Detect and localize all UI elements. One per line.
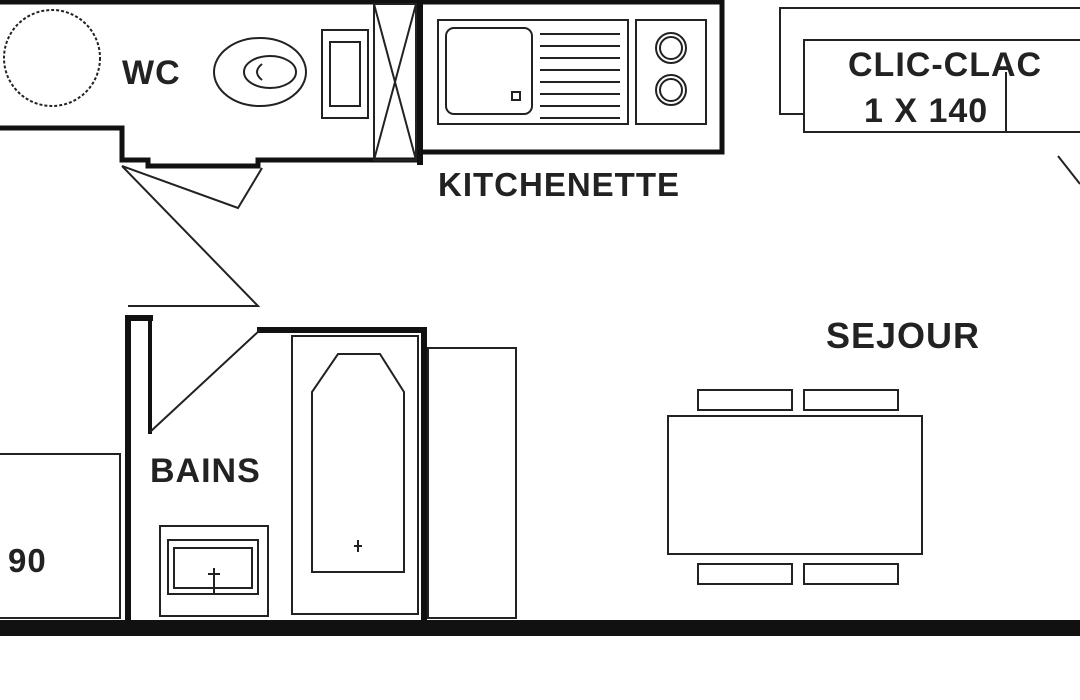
kitchenette-label: KITCHENETTE bbox=[438, 166, 680, 203]
left-zone: 90 bbox=[0, 165, 261, 619]
bathtub bbox=[291, 335, 419, 615]
wc-label: WC bbox=[122, 54, 181, 92]
sofa-label: CLIC-CLAC bbox=[848, 46, 1042, 84]
bathroom-room: BAINS bbox=[125, 315, 427, 623]
toilet-seat-icon bbox=[243, 55, 297, 89]
dining-chairs bbox=[697, 389, 899, 585]
toilet-tank-icon bbox=[321, 29, 369, 119]
sejour-door-swing bbox=[1057, 155, 1080, 185]
hob-burners-icon bbox=[655, 32, 687, 106]
storage-cupboard bbox=[373, 3, 417, 161]
cupboard-cross-b bbox=[373, 3, 417, 161]
sejour-label: SEJOUR bbox=[826, 315, 980, 356]
single-bed bbox=[0, 453, 121, 619]
sink-drain-icon bbox=[511, 91, 521, 101]
sink-unit bbox=[437, 19, 629, 125]
wc-room: WC bbox=[0, 0, 423, 210]
sejour-room: SEJOUR bbox=[427, 315, 980, 619]
bains-label: BAINS bbox=[150, 452, 261, 490]
sink-basin-icon bbox=[445, 27, 533, 115]
bathtub-drain-icon bbox=[354, 540, 362, 552]
bathtub-basin-icon bbox=[311, 353, 405, 573]
chair-top-right bbox=[803, 389, 899, 411]
cupboard-outline bbox=[373, 3, 417, 161]
wc-bottom-wall bbox=[0, 125, 423, 169]
washbasin-tap-icon bbox=[208, 568, 220, 594]
toilet-flush-icon bbox=[256, 63, 263, 81]
chair-top-left bbox=[697, 389, 793, 411]
toilet-tank-inner bbox=[329, 41, 361, 107]
chair-bottom-right bbox=[803, 563, 899, 585]
wc-door-swing bbox=[121, 165, 263, 210]
wc-round-fixture bbox=[3, 9, 101, 107]
drainer-icon bbox=[540, 33, 620, 119]
sofa-size-label: 1 X 140 bbox=[864, 92, 988, 130]
hob-unit bbox=[635, 19, 707, 125]
washbasin bbox=[159, 525, 269, 617]
dining-table bbox=[667, 415, 923, 555]
entrance-door-swing bbox=[121, 165, 261, 307]
bed-size-label: 90 bbox=[8, 542, 47, 579]
sofa-bed: CLIC-CLAC 1 X 140 bbox=[779, 7, 1080, 185]
bathroom-top-wall bbox=[257, 327, 427, 623]
kitchenette-area: KITCHENETTE bbox=[417, 0, 725, 203]
sofa-seat bbox=[803, 39, 1080, 133]
chair-bottom-left bbox=[697, 563, 793, 585]
washbasin-bowl-icon bbox=[167, 539, 259, 595]
toilet-bowl-icon bbox=[213, 37, 307, 107]
wardrobe-unit bbox=[427, 347, 517, 619]
bathroom-left-wall bbox=[125, 315, 153, 623]
kitchen-counter-outline bbox=[417, 0, 725, 155]
bathroom-door-swing bbox=[149, 329, 261, 433]
